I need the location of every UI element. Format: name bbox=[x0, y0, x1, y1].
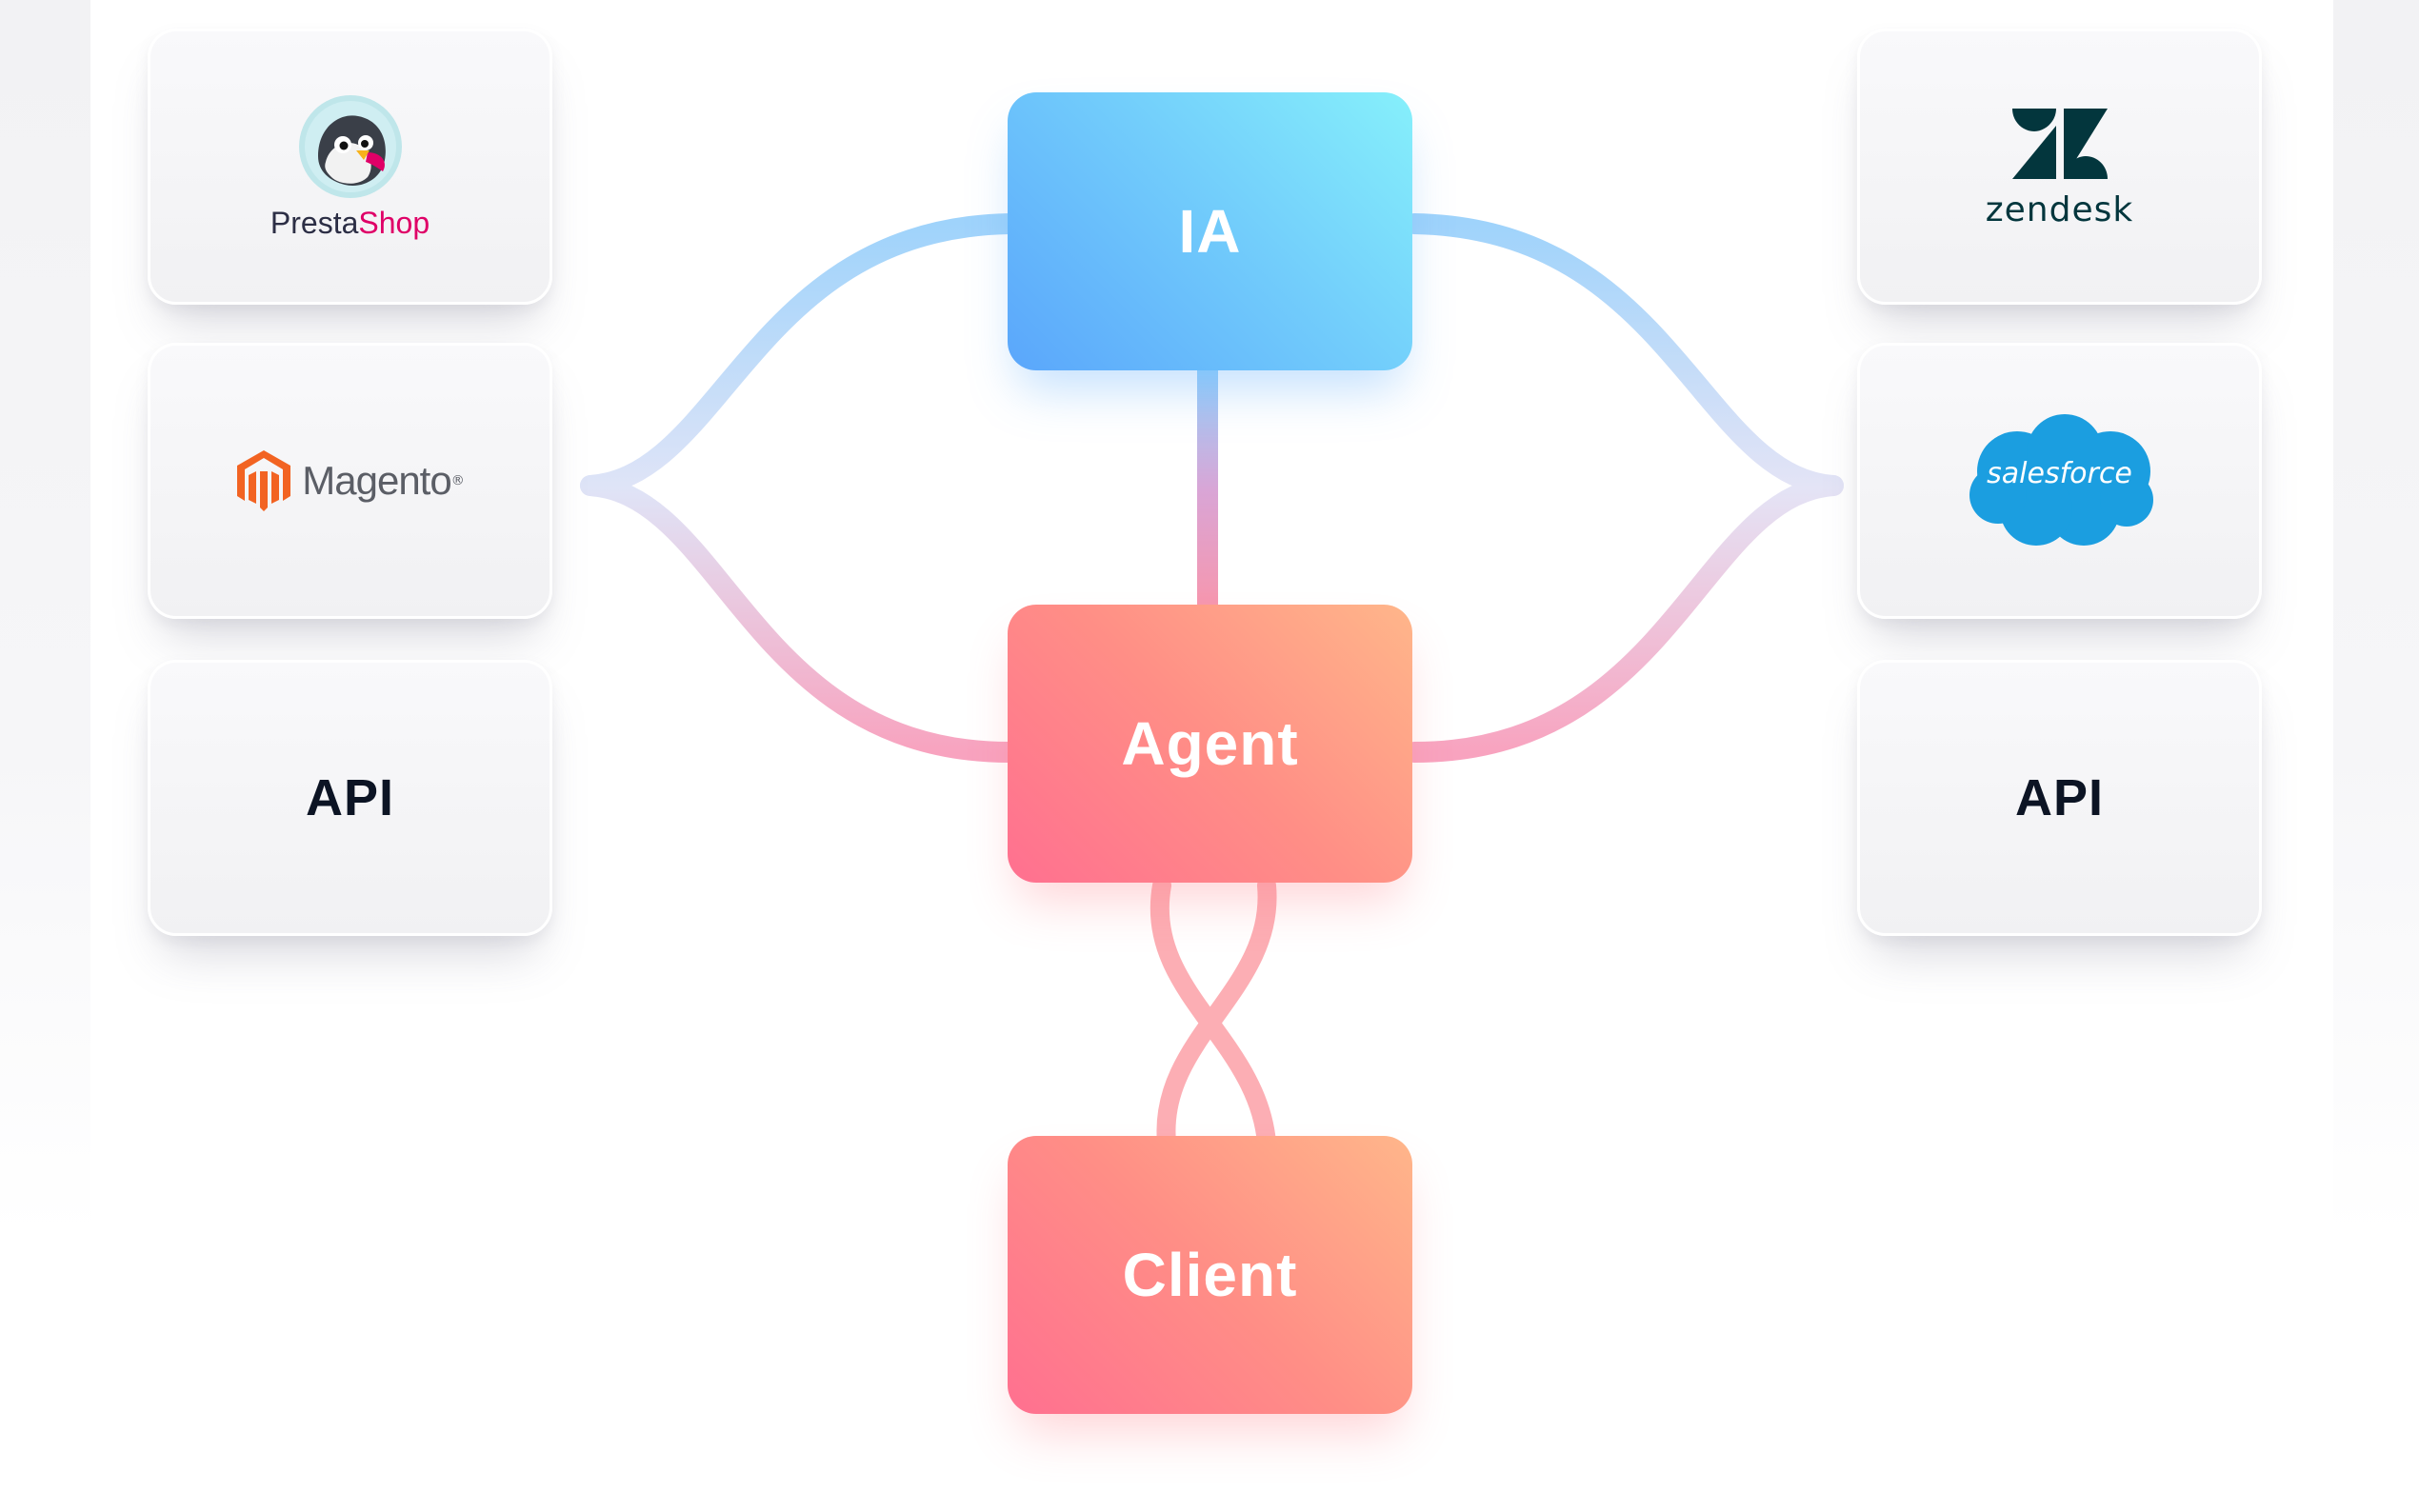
zendesk-icon bbox=[2011, 108, 2108, 179]
magento-wordmark: Magento bbox=[302, 458, 451, 503]
prestashop-logo: PrestaShop bbox=[270, 93, 430, 241]
integration-card-zendesk[interactable]: zendesk bbox=[1857, 29, 2262, 305]
zendesk-logo: zendesk bbox=[1986, 105, 2133, 229]
integration-card-magento[interactable]: Magento® bbox=[148, 343, 552, 619]
node-client[interactable]: Client bbox=[1008, 1136, 1412, 1414]
magento-icon bbox=[237, 450, 291, 511]
node-agent-label: Agent bbox=[1121, 709, 1299, 778]
integration-card-salesforce[interactable]: salesforce bbox=[1857, 343, 2262, 619]
node-client-label: Client bbox=[1122, 1241, 1298, 1309]
node-agent[interactable]: Agent bbox=[1008, 605, 1412, 883]
connector-left-to-ia bbox=[580, 213, 1020, 496]
connector-right-to-ia bbox=[1404, 213, 1844, 496]
connector-right-to-agent bbox=[1404, 475, 1844, 763]
salesforce-wordmark: salesforce bbox=[1987, 457, 2132, 490]
api-label-right: API bbox=[2014, 769, 2105, 826]
salesforce-logo: salesforce bbox=[1960, 409, 2160, 552]
integration-card-api-right[interactable]: API bbox=[1857, 660, 2262, 936]
node-ia-label: IA bbox=[1178, 197, 1242, 266]
connector-left-to-agent bbox=[580, 475, 1020, 763]
prestashop-puffin-icon bbox=[298, 94, 402, 198]
prestashop-wordmark: PrestaShop bbox=[270, 205, 430, 240]
connector-agent-to-client-b bbox=[1156, 876, 1277, 1152]
node-ia[interactable]: IA bbox=[1008, 92, 1412, 370]
magento-logo: Magento® bbox=[235, 448, 465, 513]
right-panel-shade bbox=[2333, 0, 2419, 1238]
api-label-left: API bbox=[305, 769, 395, 826]
integration-card-prestashop[interactable]: PrestaShop bbox=[148, 29, 552, 305]
left-panel-shade bbox=[0, 0, 90, 1238]
zendesk-wordmark: zendesk bbox=[1985, 189, 2134, 229]
salesforce-cloud-icon bbox=[1969, 414, 2153, 546]
integration-card-api-left[interactable]: API bbox=[148, 660, 552, 936]
connector-agent-to-client-a bbox=[1150, 876, 1276, 1152]
